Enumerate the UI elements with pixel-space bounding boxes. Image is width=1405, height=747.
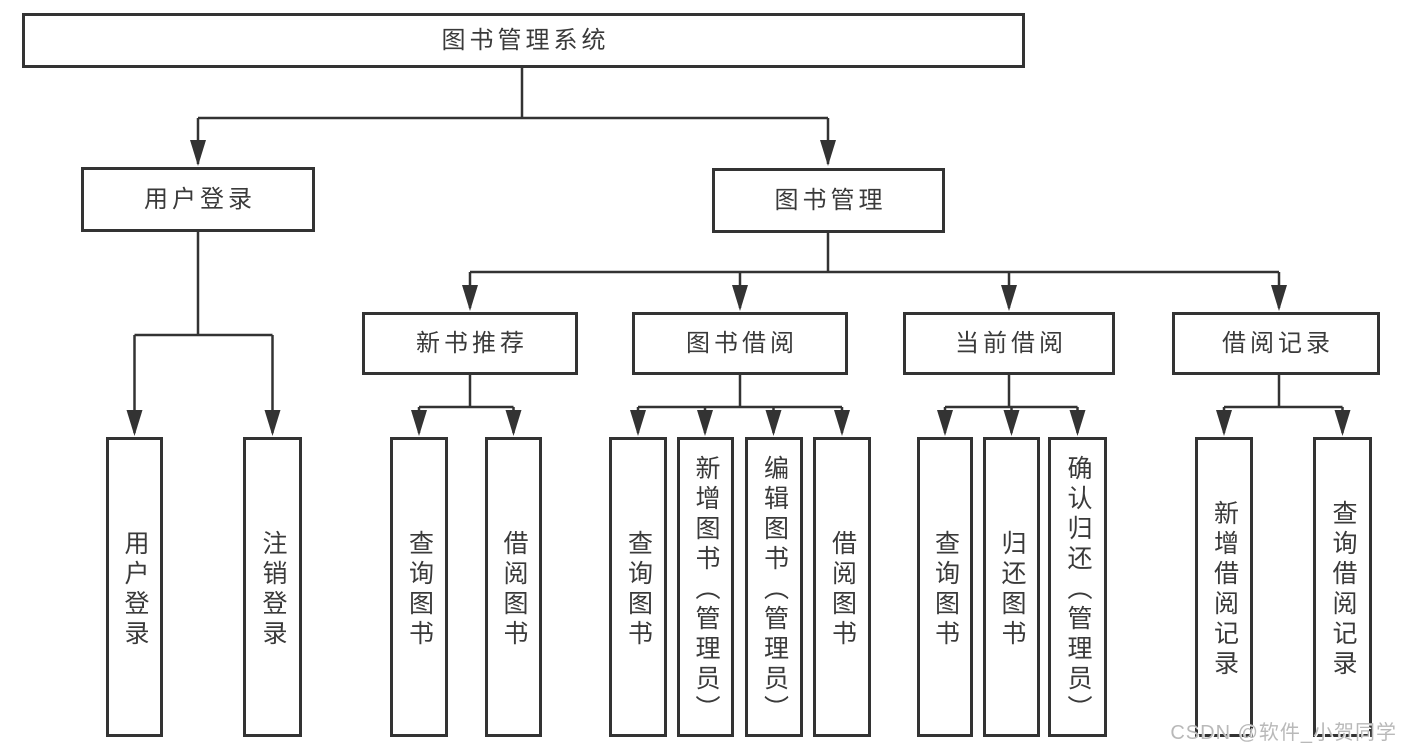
node-current-borrowing: 当前借阅 <box>903 312 1115 375</box>
node-leaf-query-books-3: 查询图书 <box>917 437 973 737</box>
arrowhead <box>697 410 713 436</box>
node-label: 查询图书 <box>624 529 653 650</box>
node-book-borrowing: 图书借阅 <box>632 312 848 375</box>
arrowhead <box>505 410 522 436</box>
arrowhead <box>462 285 478 311</box>
node-label: 当前借阅 <box>955 329 1067 357</box>
node-label: 用户登录 <box>144 185 256 213</box>
node-root-system: 图书管理系统 <box>22 13 1025 68</box>
node-label: 借阅图书 <box>500 529 528 650</box>
arrowhead <box>1216 410 1232 436</box>
connector-currentborrow-to-leaves <box>943 374 1079 433</box>
connector-bookborrow-to-leaves <box>636 374 844 433</box>
node-leaf-user-login: 用户登录 <box>106 437 163 737</box>
node-label: 查询图书 <box>405 529 434 650</box>
node-label: 注销登录 <box>259 529 287 650</box>
arrowhead <box>126 410 143 436</box>
arrowhead <box>1334 410 1351 436</box>
node-label: 图书管理 <box>774 186 887 214</box>
node-label: 编辑图书（管理员） <box>760 454 789 725</box>
node-label: 用户登录 <box>121 529 149 650</box>
arrowhead <box>937 410 953 436</box>
node-leaf-query-books-2: 查询图书 <box>609 437 667 737</box>
node-label: 归还图书 <box>998 529 1026 650</box>
arrowhead <box>1001 285 1017 311</box>
arrowhead <box>630 410 646 436</box>
watermark-text: CSDN @软件_小贺同学 <box>1170 722 1397 744</box>
node-label: 新增图书（管理员） <box>692 454 720 725</box>
node-label: 借阅图书 <box>828 529 857 650</box>
arrowhead <box>1003 410 1020 436</box>
node-label: 查询图书 <box>931 529 960 650</box>
connector-lines <box>133 67 1344 433</box>
node-leaf-borrow-books-2: 借阅图书 <box>813 437 871 737</box>
node-leaf-add-book-admin: 新增图书（管理员） <box>677 437 734 737</box>
node-user-login: 用户登录 <box>81 167 315 232</box>
connector-newbookrec-to-leaves <box>417 374 515 433</box>
arrowhead <box>1069 410 1086 436</box>
arrowhead <box>834 410 850 436</box>
connector-root-to-level2 <box>196 67 830 164</box>
arrowhead <box>765 410 782 436</box>
node-leaf-return-book: 归还图书 <box>983 437 1040 737</box>
connector-bookmgmt-to-level3 <box>468 232 1281 308</box>
node-borrowing-records: 借阅记录 <box>1172 312 1380 375</box>
node-leaf-borrow-books-1: 借阅图书 <box>485 437 542 737</box>
node-label: 借阅记录 <box>1222 329 1334 357</box>
arrowhead <box>411 410 427 436</box>
node-leaf-query-borrow-record: 查询借阅记录 <box>1313 437 1372 737</box>
node-leaf-add-borrow-record: 新增借阅记录 <box>1195 437 1253 737</box>
arrowhead <box>820 140 836 166</box>
node-leaf-confirm-return-admin: 确认归还（管理员） <box>1048 437 1107 737</box>
node-leaf-edit-book-admin: 编辑图书（管理员） <box>745 437 803 737</box>
node-book-management: 图书管理 <box>712 168 945 233</box>
node-label: 查询借阅记录 <box>1329 499 1357 680</box>
node-leaf-query-books-1: 查询图书 <box>390 437 448 737</box>
connector-borrowrecord-to-leaves <box>1222 374 1344 433</box>
node-label: 新增借阅记录 <box>1210 499 1239 680</box>
connector-userlogin-to-leaves <box>133 231 274 433</box>
node-leaf-logout: 注销登录 <box>243 437 302 737</box>
arrowhead <box>264 410 281 436</box>
arrowhead <box>190 140 206 166</box>
node-label: 图书借阅 <box>686 329 798 357</box>
node-label: 图书管理系统 <box>441 26 610 54</box>
node-new-book-recommend: 新书推荐 <box>362 312 578 375</box>
arrowhead <box>732 285 748 311</box>
arrowhead <box>1271 285 1287 311</box>
node-label: 新书推荐 <box>416 329 528 357</box>
node-label: 确认归还（管理员） <box>1064 454 1092 725</box>
